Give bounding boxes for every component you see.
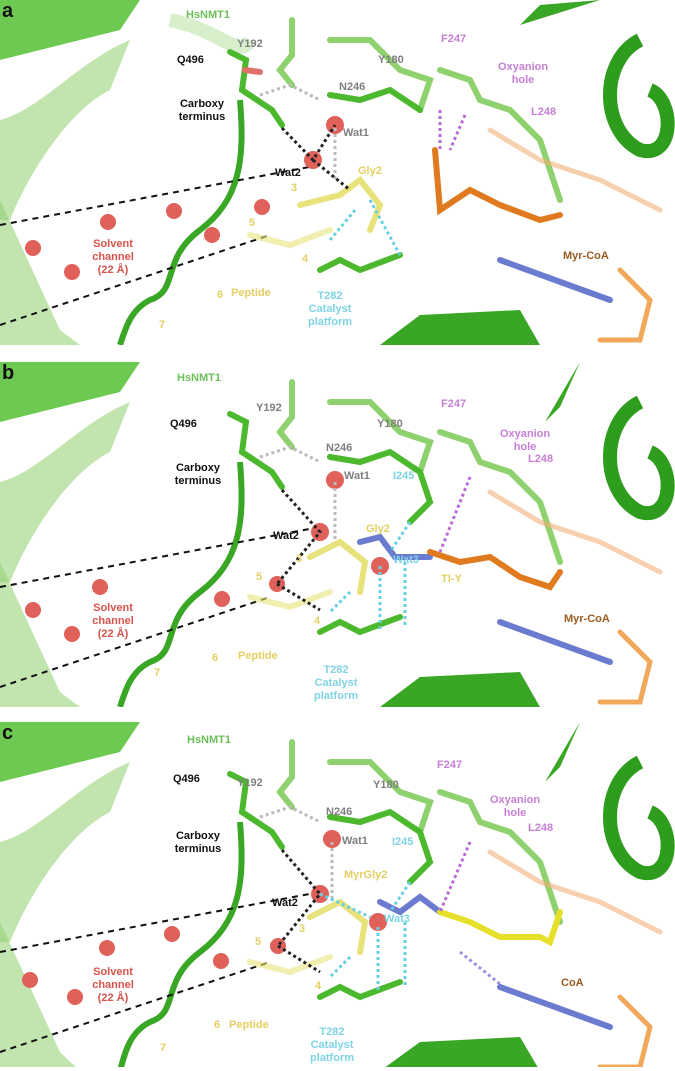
label-l248: L248 xyxy=(528,822,554,834)
label-residue-3: 3 xyxy=(291,182,298,194)
label-y192: Y192 xyxy=(256,402,282,414)
label-q496: Q496 xyxy=(177,54,204,66)
label-residue-5: 5 xyxy=(255,936,262,948)
label-residue-5: 5 xyxy=(249,217,256,229)
label-residue-3: 3 xyxy=(296,553,303,565)
label-gly2: Gly2 xyxy=(358,165,382,177)
label-gly2: Gly2 xyxy=(366,523,390,535)
label-residue-7: 7 xyxy=(160,1042,167,1054)
label-f247: F247 xyxy=(441,398,467,410)
label-wat2: Wat2 xyxy=(272,897,298,909)
label-protein: HsNMT1 xyxy=(186,9,231,21)
label-residue-6: 6 xyxy=(217,289,224,301)
structure-render-a xyxy=(0,0,675,345)
label-y180: Y180 xyxy=(373,779,399,791)
label-peptide: Peptide xyxy=(229,1019,269,1031)
label-wat1: Wat1 xyxy=(343,127,369,139)
label-wat1: Wat1 xyxy=(342,835,368,847)
label-residue-5: 5 xyxy=(256,571,263,583)
label-peptide: Peptide xyxy=(238,650,278,662)
label-ligand: Myr-CoA xyxy=(563,250,609,262)
label-protein: HsNMT1 xyxy=(187,734,232,746)
label-f247: F247 xyxy=(441,33,467,45)
label-n246: N246 xyxy=(339,81,366,93)
structure-render-c xyxy=(0,722,675,1067)
label-residue-7: 7 xyxy=(159,319,166,331)
label-i245: I245 xyxy=(393,470,415,482)
label-wat2: Wat2 xyxy=(275,167,301,179)
label-tiy: TI-Y xyxy=(441,573,462,585)
label-residue-6: 6 xyxy=(212,652,219,664)
label-l248: L248 xyxy=(528,453,554,465)
label-n246: N246 xyxy=(326,806,353,818)
label-peptide: Peptide xyxy=(231,287,271,299)
label-protein: HsNMT1 xyxy=(177,372,222,384)
label-y180: Y180 xyxy=(377,418,403,430)
label-residue-4: 4 xyxy=(302,253,309,265)
panel-letter: a xyxy=(2,0,14,22)
label-l248: L248 xyxy=(531,106,557,118)
label-residue-6: 6 xyxy=(214,1019,221,1031)
label-n246: N246 xyxy=(326,442,353,454)
label-y180: Y180 xyxy=(378,54,404,66)
label-residue-3: 3 xyxy=(299,923,306,935)
label-wat3: Wat3 xyxy=(384,913,410,925)
label-y192: Y192 xyxy=(237,38,263,50)
label-residue-4: 4 xyxy=(314,615,321,627)
label-wat3: Wat3 xyxy=(393,554,419,566)
label-f247: F247 xyxy=(437,759,463,771)
label-wat2: Wat2 xyxy=(273,530,299,542)
label-y192: Y192 xyxy=(237,777,263,789)
label-q496: Q496 xyxy=(170,418,197,430)
panel-letter: b xyxy=(2,362,15,384)
label-residue-4: 4 xyxy=(315,980,322,992)
label-ligand: Myr-CoA xyxy=(564,613,610,625)
label-gly2: MyrGly2 xyxy=(344,869,388,881)
panel-letter: c xyxy=(2,722,14,744)
structure-render-b xyxy=(0,362,675,707)
label-q496: Q496 xyxy=(173,773,200,785)
label-wat1: Wat1 xyxy=(344,470,370,482)
label-residue-7: 7 xyxy=(154,667,161,679)
label-ligand: CoA xyxy=(561,977,584,989)
label-i245: I245 xyxy=(392,836,414,848)
